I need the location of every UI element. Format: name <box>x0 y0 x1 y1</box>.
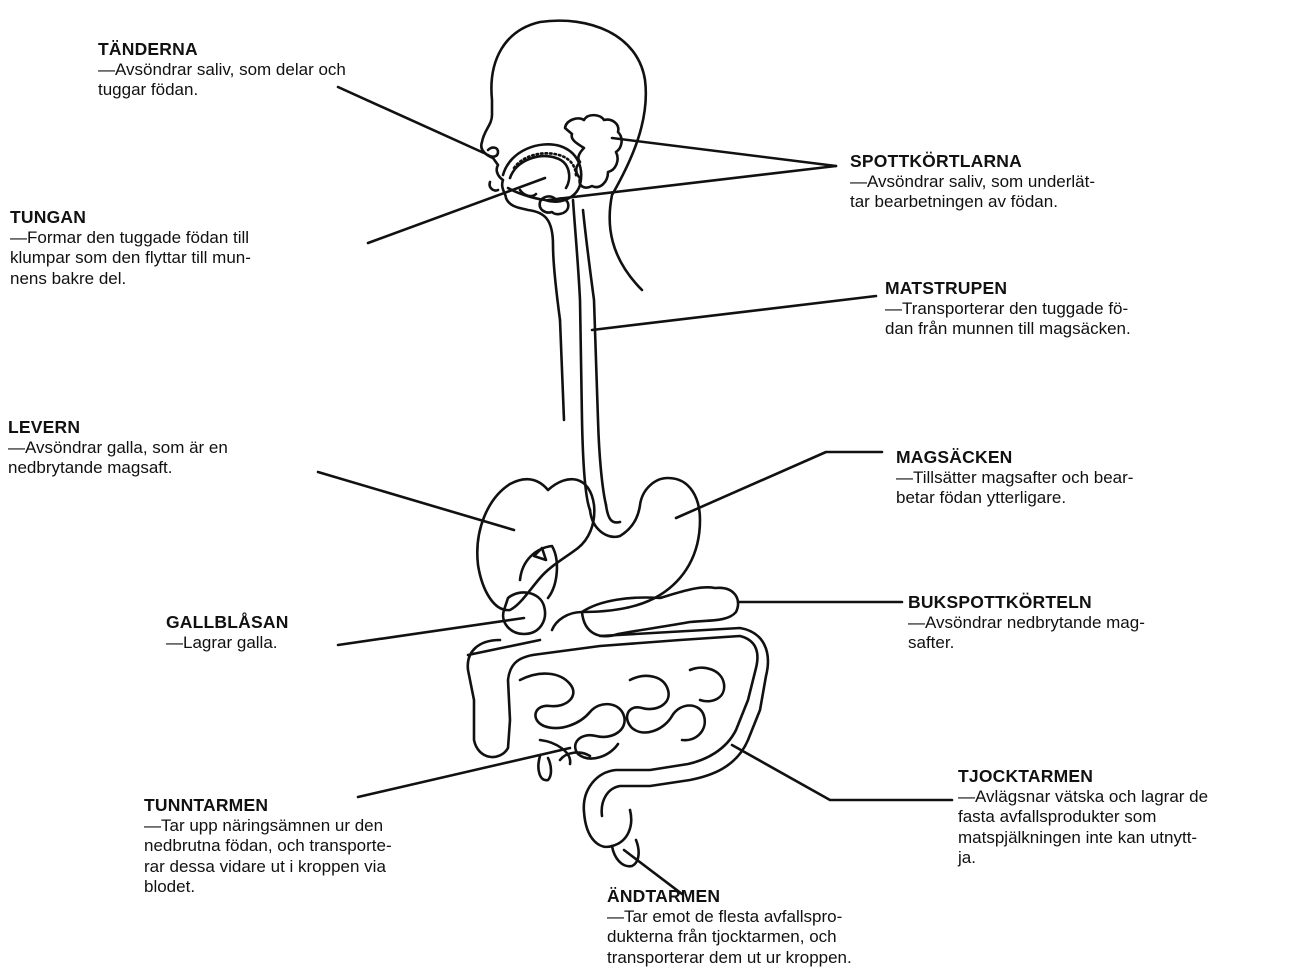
label-spottkortlarna-title: SPOTTKÖRTLARNA <box>850 151 1095 172</box>
leader-tanderna <box>338 87 484 153</box>
label-levern-title: LEVERN <box>8 417 228 438</box>
label-matstrupen-text: —Transporterar den tuggade fö- dan från … <box>885 299 1131 340</box>
label-gallblasan-text: —Lagrar galla. <box>166 633 289 654</box>
esophagus-left <box>560 320 564 420</box>
salivary-gland <box>565 115 622 187</box>
leader-levern <box>318 472 514 530</box>
label-tanderna: TÄNDERNA —Avsöndrar saliv, som delar och… <box>98 39 346 101</box>
leader-tjocktarmen <box>732 745 952 800</box>
label-tjocktarmen: TJOCKTARMEN —Avlägsnar vätska och lagrar… <box>958 766 1208 869</box>
label-andtarmen: ÄNDTARMEN —Tar emot de flesta avfallspro… <box>607 886 852 968</box>
leader-spottkortlarna-a <box>612 138 836 166</box>
bile-duct <box>534 548 546 560</box>
label-magsacken-title: MAGSÄCKEN <box>896 447 1133 468</box>
label-gallblasan: GALLBLÅSAN —Lagrar galla. <box>166 612 289 653</box>
label-bukspottkorteln-title: BUKSPOTTKÖRTELN <box>908 592 1145 613</box>
label-bukspottkorteln-text: —Avsöndrar nedbrytande mag- safter. <box>908 613 1145 654</box>
label-bukspottkorteln: BUKSPOTTKÖRTELN —Avsöndrar nedbrytande m… <box>908 592 1145 654</box>
liver-inner <box>520 546 557 598</box>
label-spottkortlarna: SPOTTKÖRTLARNA —Avsöndrar saliv, som und… <box>850 151 1095 213</box>
label-andtarmen-title: ÄNDTARMEN <box>607 886 852 907</box>
label-tanderna-text: —Avsöndrar saliv, som delar och tuggar f… <box>98 60 346 101</box>
stomach <box>552 478 700 630</box>
leader-magsacken <box>676 452 882 518</box>
label-tunntarmen: TUNNTARMEN —Tar upp näringsämnen ur den … <box>144 795 392 898</box>
small-intestine <box>520 668 724 764</box>
label-tunntarmen-text: —Tar upp näringsämnen ur den nedbrutna f… <box>144 816 392 898</box>
tongue <box>510 156 569 188</box>
label-tungan: TUNGAN —Formar den tuggade födan till kl… <box>10 207 251 289</box>
label-spottkortlarna-text: —Avsöndrar saliv, som underlät- tar bear… <box>850 172 1095 213</box>
label-magsacken-text: —Tillsätter magsafter och bear- betar fö… <box>896 468 1133 509</box>
liver <box>477 479 594 610</box>
label-tanderna-title: TÄNDERNA <box>98 39 346 60</box>
label-andtarmen-text: —Tar emot de flesta avfallspro- dukterna… <box>607 907 852 969</box>
leader-spottkortlarna-b <box>548 166 836 200</box>
label-levern-text: —Avsöndrar galla, som är en nedbrytande … <box>8 438 228 479</box>
large-intestine <box>468 628 768 847</box>
esophagus <box>573 200 606 510</box>
label-tungan-title: TUNGAN <box>10 207 251 228</box>
label-gallblasan-title: GALLBLÅSAN <box>166 612 289 633</box>
label-magsacken: MAGSÄCKEN —Tillsätter magsafter och bear… <box>896 447 1133 509</box>
label-tunntarmen-title: TUNNTARMEN <box>144 795 392 816</box>
label-tungan-text: —Formar den tuggade födan till klumpar s… <box>10 228 251 290</box>
label-tjocktarmen-text: —Avlägsnar vätska och lagrar de fasta av… <box>958 787 1208 869</box>
teeth-upper <box>488 148 498 157</box>
label-tjocktarmen-title: TJOCKTARMEN <box>958 766 1208 787</box>
leader-tungan <box>368 178 545 243</box>
appendix <box>538 756 551 780</box>
label-matstrupen: MATSTRUPEN —Transporterar den tuggade fö… <box>885 278 1131 340</box>
leader-matstrupen <box>592 296 876 330</box>
label-matstrupen-title: MATSTRUPEN <box>885 278 1131 299</box>
label-levern: LEVERN —Avsöndrar galla, som är en nedbr… <box>8 417 228 479</box>
